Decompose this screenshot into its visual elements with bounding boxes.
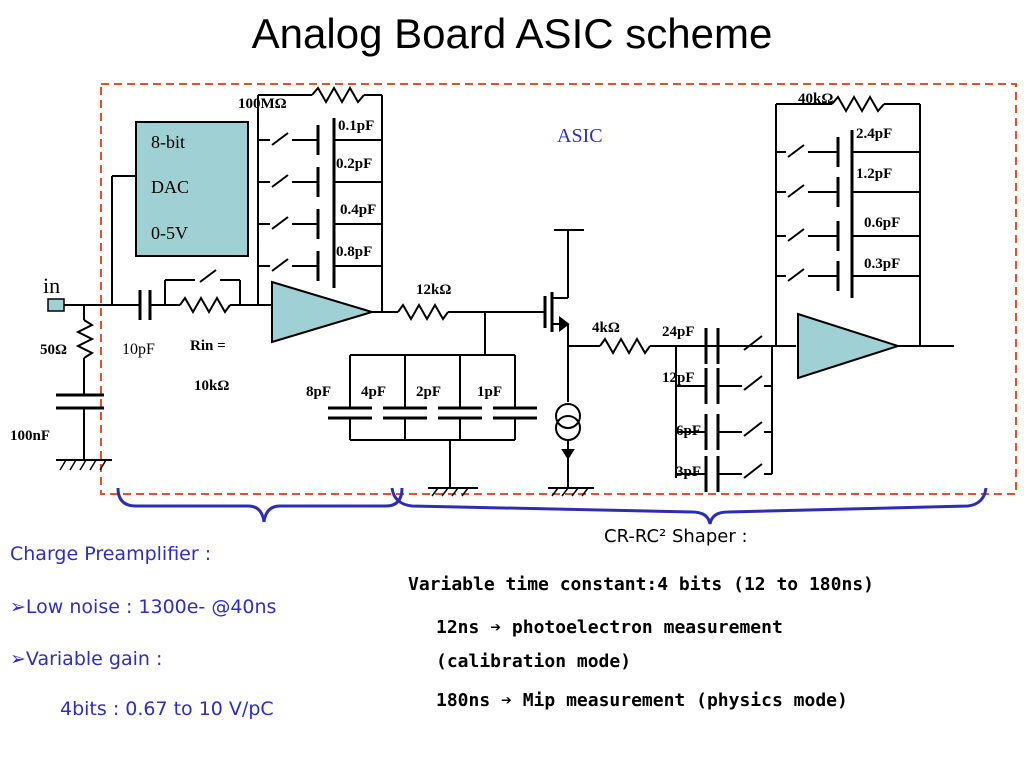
mode-calibration: 12ns ➔ photoelectron measurement [436,617,783,638]
preamp-noise-text: Low noise : 1300e- @40ns [25,596,277,618]
label-2-4pf: 2.4pF [856,126,892,142]
input-pad [47,298,65,312]
label-24pf: 24pF [662,324,695,340]
shaper-input-caps [328,355,537,441]
mode2-time: 180ns [436,690,491,711]
current-source [555,403,581,429]
label-12pf: 12pF [662,370,695,386]
page-title: Analog Board ASIC scheme [251,10,773,57]
preamp-gain: ➢Variable gain : [10,648,162,670]
label-1-2pf: 1.2pF [856,166,892,182]
label-4k: 4kΩ [592,320,620,336]
shaper-brace [390,487,988,525]
resistor-100mohm [311,85,365,105]
label-c08: 0.8pF [336,244,372,260]
label-10pf: 10pF [122,341,155,358]
shaper-switched-caps [676,328,772,492]
shaper-amplifier [797,312,902,380]
label-6pf: 6pF [676,423,701,439]
preamp-gain-range: 4bits : 0.67 to 10 V/pC [60,698,274,720]
label-c02: 0.2pF [336,156,372,172]
label-rin-line2: 10kΩ [194,378,229,394]
label-40k: 40kΩ [798,91,833,107]
input-label: in [43,273,60,298]
arrow-icon: ➔ [490,617,502,638]
bullet-icon: ➢ [10,596,26,618]
label-12k: 12kΩ [416,282,451,298]
label-4pf: 4pF [361,384,386,400]
mode-calibration-note: (calibration mode) [436,651,632,672]
label-1pf: 1pF [477,384,502,400]
label-rin-line1: Rin = [190,338,226,354]
label-2pf: 2pF [416,384,441,400]
preamp-title: Charge Preamplifier : [10,543,212,565]
mode-physics: 180ns ➔ Mip measurement (physics mode) [436,690,848,711]
preamp-noise: ➢Low noise : 1300e- @40ns [10,596,276,618]
resistor-4k [599,336,651,356]
preamp-brace [116,487,404,523]
label-c04: 0.4pF [340,202,376,218]
asic-boundary [100,83,1017,495]
mode1-desc: photoelectron measurement [511,617,783,638]
label-c01: 0.1pF [338,118,374,134]
resistor-12k [397,302,449,322]
label-100mohm: 100MΩ [238,96,287,112]
preamp-gain-text: Variable gain : [25,648,163,670]
label-8pf: 8pF [306,384,331,400]
dac-line1: 8-bit [151,132,185,152]
label-100nf: 100nF [10,428,50,444]
arrow-icon: ➔ [501,690,512,711]
label-50ohm: 50Ω [40,342,67,358]
bullet-icon: ➢ [10,648,26,670]
resistor-40k [831,94,885,114]
dac-box [135,121,249,257]
mode1-time: 12ns [436,617,480,638]
resistor-50ohm [75,319,95,359]
shaper-title: CR-RC² Shaper : [604,526,748,547]
asic-label: ASIC [557,125,603,147]
label-0-3pf: 0.3pF [864,256,900,272]
label-0-6pf: 0.6pF [864,215,900,231]
shaper-time-constant: Variable time constant:4 bits (12 to 180… [408,574,874,595]
dac-line2: DAC [151,177,189,197]
label-3pf: 3pF [676,464,701,480]
resistor-rin [179,295,231,315]
shaper-feedback-caps [776,130,920,298]
preamp-amplifier [271,280,376,344]
dac-line3: 0-5V [151,223,188,243]
mode2-desc: Mip measurement (physics mode) [522,690,848,711]
preamp-feedback-caps [258,118,382,288]
